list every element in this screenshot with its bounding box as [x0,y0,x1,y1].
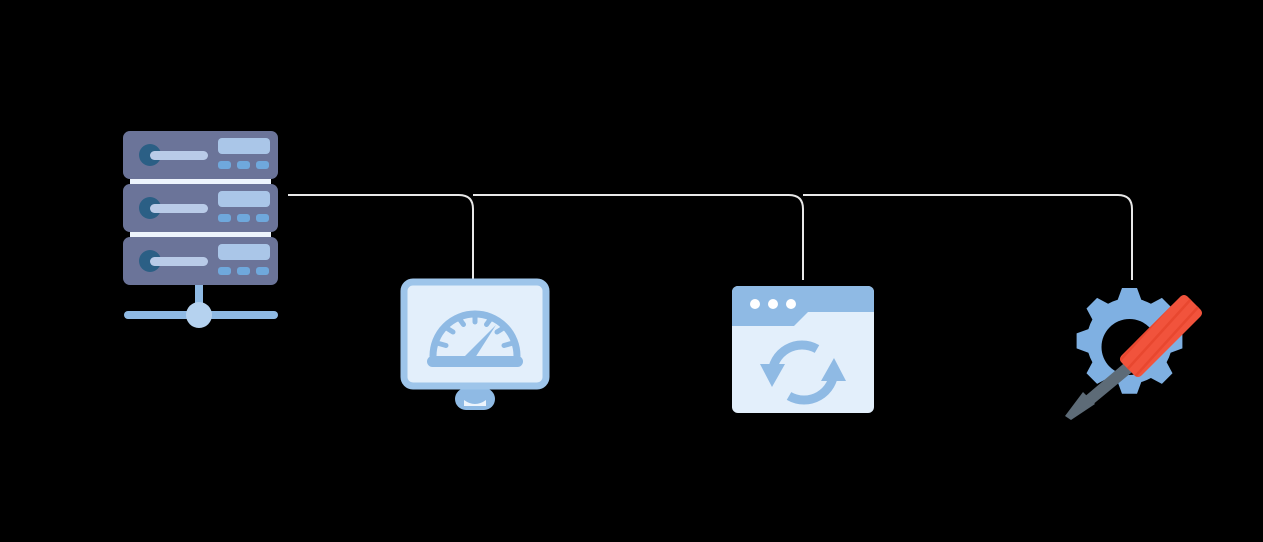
gauge-needle [460,325,496,361]
connector-branch-wrench [803,194,1133,280]
browser-title-bar [732,286,874,326]
server-unit-3 [123,237,278,285]
settings-maintenance-icon[interactable] [1055,280,1205,420]
connector-trunk [288,194,474,280]
gauge-base-bar [427,356,523,367]
server-unit-2 [123,184,278,237]
browser-sync-icon[interactable] [728,282,880,417]
server-network-base [124,271,278,328]
sync-arrow-heads [760,358,846,387]
server-stack-icon[interactable] [110,125,295,335]
monitor-screen [400,278,550,390]
connector-branch-browser [473,194,804,280]
gauge-dial [429,310,521,360]
server-unit-1 [123,131,278,184]
browser-window-dots [750,299,796,309]
performance-monitor-icon[interactable] [400,278,550,413]
